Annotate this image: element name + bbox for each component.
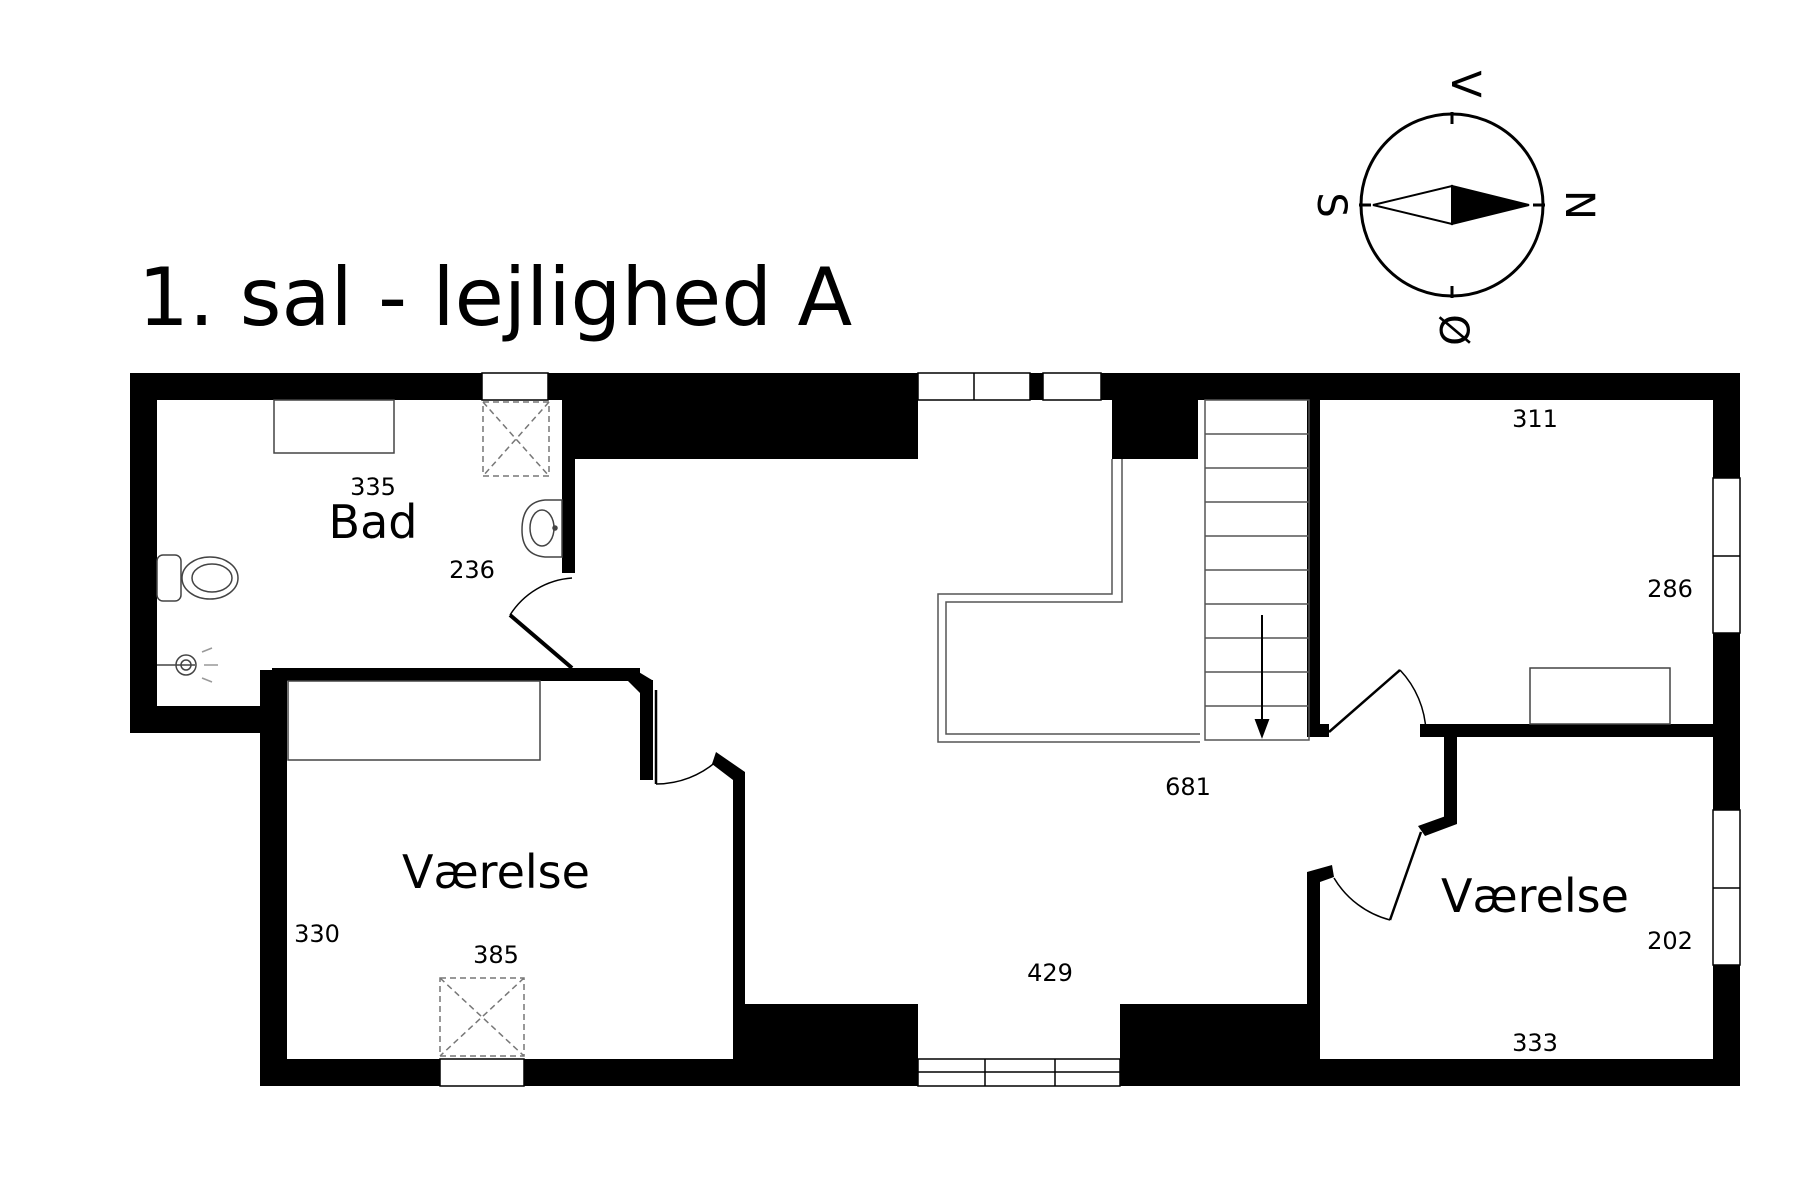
skylight-room-left — [439, 977, 525, 1057]
room-label-bath: Bad — [329, 495, 418, 549]
dim-room-tr-width: 311 — [1512, 405, 1558, 433]
stairs — [1204, 399, 1310, 741]
window-hall-top-2 — [1042, 372, 1102, 401]
dim-room-br-width: 333 — [1512, 1029, 1558, 1057]
compass-needle-south — [1372, 184, 1453, 226]
wall-block-top-right — [1112, 373, 1198, 459]
skylight-bath-diag-2 — [482, 401, 550, 477]
door-room-tr-leaf — [1328, 669, 1401, 733]
dim-room-tr-depth: 286 — [1647, 575, 1693, 603]
wall-block-bottom-left — [733, 1004, 918, 1086]
wall-block-top-left — [562, 373, 918, 459]
wall-left-room — [260, 670, 287, 1086]
skylight-room-left-diag-1 — [439, 977, 525, 1057]
wall-left-bath — [130, 373, 157, 733]
compass-letter-right: N — [1556, 190, 1602, 220]
room-left-wardrobe — [287, 680, 541, 761]
stairwell — [937, 459, 1200, 743]
skylight-bath-diag-1 — [482, 401, 550, 477]
compass-letter-bottom: Ø — [1430, 314, 1476, 345]
door-bath-leaf — [508, 613, 574, 670]
stairwell-rail-inner — [945, 459, 1200, 735]
sink-icon — [521, 499, 563, 558]
dim-room-left-width: 385 — [473, 941, 519, 969]
dim-bath-width: 335 — [350, 473, 396, 501]
windows — [439, 372, 1741, 1087]
dim-hall-length: 681 — [1165, 773, 1211, 801]
wall-room-br-chamfer — [1418, 812, 1457, 836]
wall-room-tr-bottom — [1420, 724, 1720, 737]
toilet-icon — [156, 554, 239, 602]
door-room-br-leaf — [1388, 831, 1423, 921]
window-bath-top — [481, 372, 549, 401]
room-tr-wardrobe — [1529, 667, 1671, 725]
wall-room-left-top — [272, 668, 640, 681]
dim-hall-width: 429 — [1027, 959, 1073, 987]
shower-icon — [157, 647, 218, 683]
wall-bath-bottom — [130, 706, 285, 733]
wall-room-tr-left — [1307, 373, 1320, 736]
wall-room-left-lower-right — [712, 752, 745, 1059]
wall-block-bottom-right — [1120, 1004, 1320, 1086]
room-label-left: Værelse — [402, 845, 590, 899]
door-room-left-swing — [655, 759, 719, 785]
door-bath-swing — [509, 577, 573, 616]
wall-room-br-left-upper — [1444, 724, 1457, 824]
skylights — [439, 401, 550, 1057]
skylight-bath — [482, 401, 550, 477]
skylight-room-left-diag-2 — [439, 977, 525, 1057]
dim-room-br-depth: 202 — [1647, 927, 1693, 955]
window-bottom-room-left — [439, 1058, 525, 1087]
door-room-br-swing — [1333, 877, 1391, 921]
wall-room-left-right — [640, 680, 653, 780]
fixtures — [156, 399, 1671, 761]
stairwell-rail — [937, 459, 1200, 743]
dim-bath-depth: 236 — [449, 556, 495, 584]
compass-needle-north — [1451, 184, 1530, 226]
door-room-tr-swing — [1399, 669, 1427, 733]
bath-cabinet — [273, 399, 395, 454]
dim-room-left-depth: 330 — [294, 920, 340, 948]
stair-direction-arrow — [1254, 615, 1270, 739]
doors — [508, 577, 1427, 921]
compass-letter-left: S — [1308, 192, 1354, 217]
wall-room-br-left-lower — [1307, 865, 1334, 1059]
wall-stub-door — [1307, 724, 1329, 737]
compass-letter-top: V — [1442, 70, 1488, 98]
compass: V N Ø S — [1308, 70, 1602, 345]
room-label-right: Værelse — [1441, 869, 1629, 923]
plan-title: 1. sal - lejlighed A — [138, 251, 852, 344]
